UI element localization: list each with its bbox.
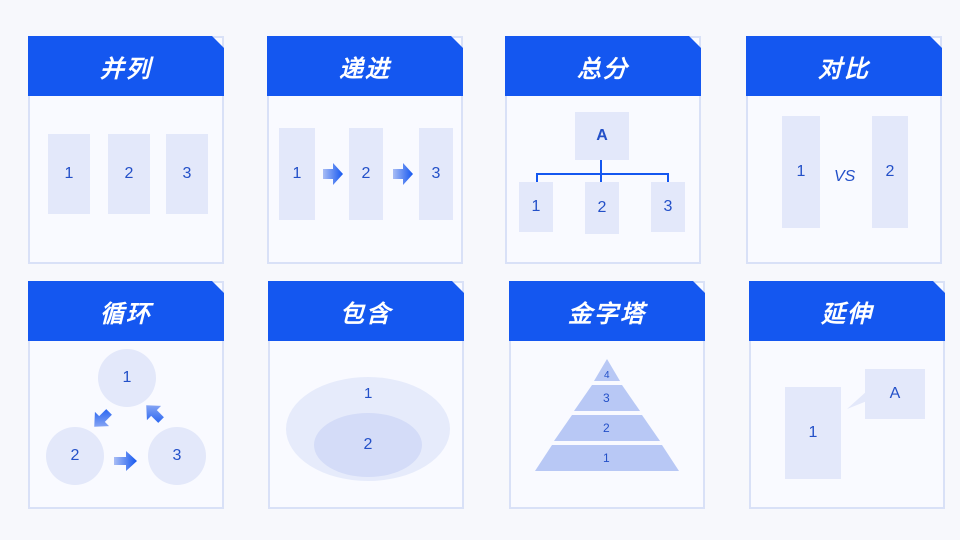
arrow-right-icon [323, 163, 343, 185]
card-title: 递进 [339, 54, 391, 83]
pyramid-level-1 [535, 445, 679, 471]
progressive-arrows [323, 163, 413, 185]
total-item-3: 3 [651, 182, 685, 232]
cycle-node-1: 1 [98, 349, 156, 407]
card-pyramid: 金字塔 4 3 2 1 [509, 281, 705, 509]
card-header: 总分 [505, 36, 701, 96]
card-header: 金字塔 [509, 281, 705, 341]
total-item-2: 2 [585, 182, 619, 234]
contrast-left-box: 1 [782, 116, 820, 228]
card-cycle: 循环 1 2 3 [28, 281, 224, 509]
card-header: 并列 [28, 36, 224, 96]
card-header: 包含 [268, 281, 464, 341]
card-header: 循环 [28, 281, 224, 341]
arrow-up-left-icon [146, 405, 164, 423]
cycle-arrows [94, 405, 164, 471]
outer-label: 1 [364, 385, 373, 402]
progressive-item-3: 3 [419, 128, 453, 220]
pyramid-level-2 [554, 415, 660, 441]
extend-main-box: 1 [785, 387, 841, 479]
card-title: 包含 [340, 299, 392, 328]
card-total-split: 总分 A 1 2 3 [505, 36, 701, 264]
tree-connector [536, 160, 669, 182]
card-contain: 包含 1 2 [268, 281, 464, 509]
total-item-1: 1 [519, 182, 553, 232]
pyramid-level-3 [574, 385, 640, 411]
progressive-item-2: 2 [349, 128, 383, 220]
card-title: 金字塔 [568, 299, 646, 328]
cycle-node-2: 2 [46, 427, 104, 485]
card-header: 对比 [746, 36, 942, 96]
pyramid-shape [535, 359, 679, 471]
contrast-right-box: 2 [872, 116, 908, 228]
total-top-box: A [575, 112, 629, 160]
pyramid-label-4: 4 [604, 370, 610, 381]
pyramid-label-1: 1 [603, 451, 610, 465]
card-header: 延伸 [749, 281, 945, 341]
pyramid-level-4 [594, 359, 620, 381]
card-progressive: 递进 1 2 3 [267, 36, 463, 264]
card-extend: 延伸 1 A [749, 281, 945, 509]
card-header: 递进 [267, 36, 463, 96]
cycle-node-3: 3 [148, 427, 206, 485]
card-title: 延伸 [821, 299, 873, 328]
callout-pointer [847, 391, 867, 409]
arrow-right-icon [114, 451, 137, 471]
card-parallel: 并列 1 2 3 [28, 36, 224, 264]
arrow-down-left-icon [94, 409, 112, 427]
card-contrast: 对比 1 VS 2 [746, 36, 942, 264]
card-title: 总分 [577, 54, 629, 83]
parallel-item-2: 2 [108, 134, 150, 214]
extend-callout-box: A [865, 369, 925, 419]
card-title: 对比 [818, 54, 870, 83]
parallel-item-1: 1 [48, 134, 90, 214]
pyramid-label-2: 2 [603, 421, 610, 435]
card-title: 循环 [100, 299, 152, 328]
inner-ellipse: 2 [314, 413, 422, 477]
card-title: 并列 [100, 54, 152, 83]
vs-label: VS [834, 168, 856, 185]
parallel-item-3: 3 [166, 134, 208, 214]
progressive-item-1: 1 [279, 128, 315, 220]
arrow-right-icon [393, 163, 413, 185]
pyramid-label-3: 3 [603, 391, 610, 405]
